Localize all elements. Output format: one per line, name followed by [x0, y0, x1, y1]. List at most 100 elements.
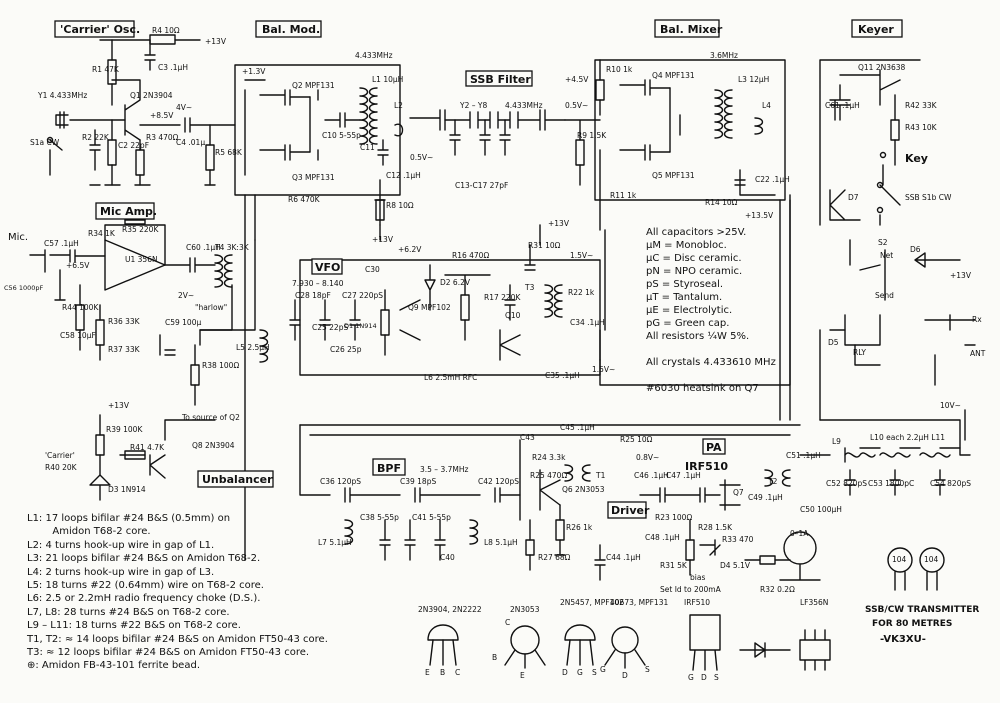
label-c57: C57 .1μH	[44, 239, 79, 248]
section-mic-amp: Mic Amp.	[100, 205, 157, 218]
label-d1: D1 1N914	[344, 322, 377, 330]
section-vfo: VFO	[315, 261, 340, 274]
pinout-label-5: IRF510	[684, 598, 710, 607]
pin-label: D	[701, 673, 707, 682]
label-r34: R34 1K	[88, 229, 116, 238]
label-r31: R31 10Ω	[528, 241, 561, 250]
label-r23: R23 100Ω	[655, 513, 692, 522]
spec-note: #6030 heatsink on Q7	[646, 383, 759, 394]
label-15v-b: 1.5V~	[592, 365, 615, 374]
label-c41: C41 5-55p	[412, 513, 451, 522]
coil-note: L3: 21 loops bifilar #24 B&S on Amidon T…	[27, 553, 261, 565]
label-d2: D2 6.2V	[440, 278, 471, 287]
label-r4: R4 10Ω	[152, 26, 180, 35]
coil-note: L1: 17 loops bifilar #24 B&S (0.5mm) on	[27, 513, 231, 524]
pin-label: E	[520, 671, 525, 680]
spec-note: μE = Electrolytic.	[646, 305, 733, 316]
label-u1: U1 356N	[125, 255, 158, 264]
label-13v-top: +13V	[205, 37, 227, 46]
title-line-2: FOR 80 METRES	[872, 619, 952, 629]
label-c54: C54 820pS	[930, 479, 971, 488]
section-pa: PA	[706, 441, 722, 454]
label-l8: L8 5.1μH	[484, 538, 518, 547]
label-l3: L3 12μH	[738, 75, 769, 84]
pin-label: G	[688, 673, 694, 682]
spec-note: pN = NPO ceramic.	[646, 266, 743, 277]
label-15v-a: 1.5V~	[570, 251, 593, 260]
label-c48: C48 .1μH	[645, 533, 680, 542]
label-c22: C22 .1μH	[755, 175, 790, 184]
label-t3: T3	[524, 283, 535, 292]
label-l9: L9	[832, 437, 841, 446]
label-d6: D6	[910, 245, 921, 254]
label-rly: RLY	[853, 348, 866, 357]
pinout-label-2: 2N3053	[510, 605, 540, 614]
label-q10: Q10	[505, 311, 521, 320]
label-l6: L6 2.5mH RFC	[424, 373, 477, 382]
label-r6: R6 470K	[288, 195, 321, 204]
pin-label: E	[425, 668, 430, 677]
label-c39: C39 18pS	[400, 477, 436, 486]
label-c35: C35 .1μH	[545, 371, 580, 380]
pin-label: S	[592, 668, 597, 677]
label-c2: C2 22pF	[118, 141, 149, 150]
spec-note: μC = Disc ceramic.	[646, 253, 742, 264]
label-y1: Y1 4.433MHz	[37, 91, 87, 100]
coil-note: L7, L8: 28 turns #24 B&S on T68-2 core.	[27, 606, 230, 618]
label-r43: R43 10K	[905, 123, 938, 132]
label-filter-xtal: Y2 – Y8	[459, 101, 487, 110]
label-s2: S2	[878, 238, 888, 247]
label-send: Send	[875, 291, 894, 300]
coil-note: L9 – L11: 18 turns #22 B&S on T68-2 core…	[27, 620, 241, 632]
label-13v-keyer: +13V	[950, 271, 972, 280]
label-r5: R5 68K	[215, 148, 243, 157]
pin-label: D	[562, 668, 568, 677]
label-r42: R42 33K	[905, 101, 938, 110]
label-c50: C50 100μH	[800, 505, 842, 514]
label-bpf-range: 3.5 – 3.7MHz	[420, 465, 468, 474]
spec-note: μM = Monobloc.	[646, 240, 727, 251]
label-135v: +13.5V	[745, 211, 774, 220]
label-s1b: SSB S1b CW	[905, 193, 952, 202]
label-r41: R41 4.7K	[130, 443, 165, 452]
label-ant: ANT	[970, 349, 986, 358]
coil-note: Amidon T68-2 core.	[27, 526, 151, 538]
label-c49: C49 .1μH	[748, 493, 783, 502]
label-l10-l11: L10 each 2.2μH L11	[870, 433, 945, 442]
label-65v: +6.5V	[66, 261, 90, 270]
section-unbalancer: Unbalancer	[202, 473, 273, 486]
label-08v: 0.8V~	[636, 453, 659, 462]
label-c3: C3 .1μH	[158, 63, 188, 72]
label-harlow: "harlow"	[195, 303, 227, 312]
label-85v: +8.5V	[150, 111, 174, 120]
pinout-label-3: 2N5457, MPF102	[560, 598, 624, 607]
label-c34: C34 .1μH	[570, 318, 605, 327]
label-r40: R40 20K	[45, 463, 78, 472]
label-r28: R28 1.5K	[698, 523, 733, 532]
label-cap104a: 104	[892, 555, 907, 564]
label-62v: +6.2V	[398, 245, 422, 254]
label-2v: 2V~	[178, 291, 194, 300]
label-c52: C52 820pS	[826, 479, 867, 488]
label-c13-c17: C13-C17 27pF	[455, 181, 508, 190]
section-bal-mod: Bal. Mod.	[262, 23, 320, 36]
spec-note: All crystals 4.433610 MHz	[646, 357, 776, 368]
coil-note: L6: 2.5 or 2.2mH radio frequency choke (…	[27, 593, 261, 605]
label-l7: L7 5.1μH	[318, 538, 352, 547]
section-driver: Driver	[611, 504, 650, 517]
spec-notes: All capacitors >25V. μM = Monobloc. μC =…	[646, 226, 806, 395]
label-r2: R2 22K	[82, 133, 110, 142]
label-t1: T1	[595, 471, 606, 480]
section-bal-mixer: Bal. Mixer	[660, 23, 723, 36]
label-r31b: R31 5K	[660, 561, 688, 570]
label-q8: Q8 2N3904	[192, 441, 235, 450]
label-freq-mod: 4.433MHz	[355, 51, 393, 60]
label-t4: T4 3K:3K	[214, 243, 250, 252]
label-c60: C60 .1μH	[186, 243, 221, 252]
label-13v-mod: +1.3V	[242, 67, 266, 76]
label-c47: C47 .1μH	[666, 471, 701, 480]
label-r44: R44 100K	[62, 303, 99, 312]
spec-note: All resistors ¼W 5%.	[646, 331, 750, 342]
pin-label: S	[714, 673, 719, 682]
